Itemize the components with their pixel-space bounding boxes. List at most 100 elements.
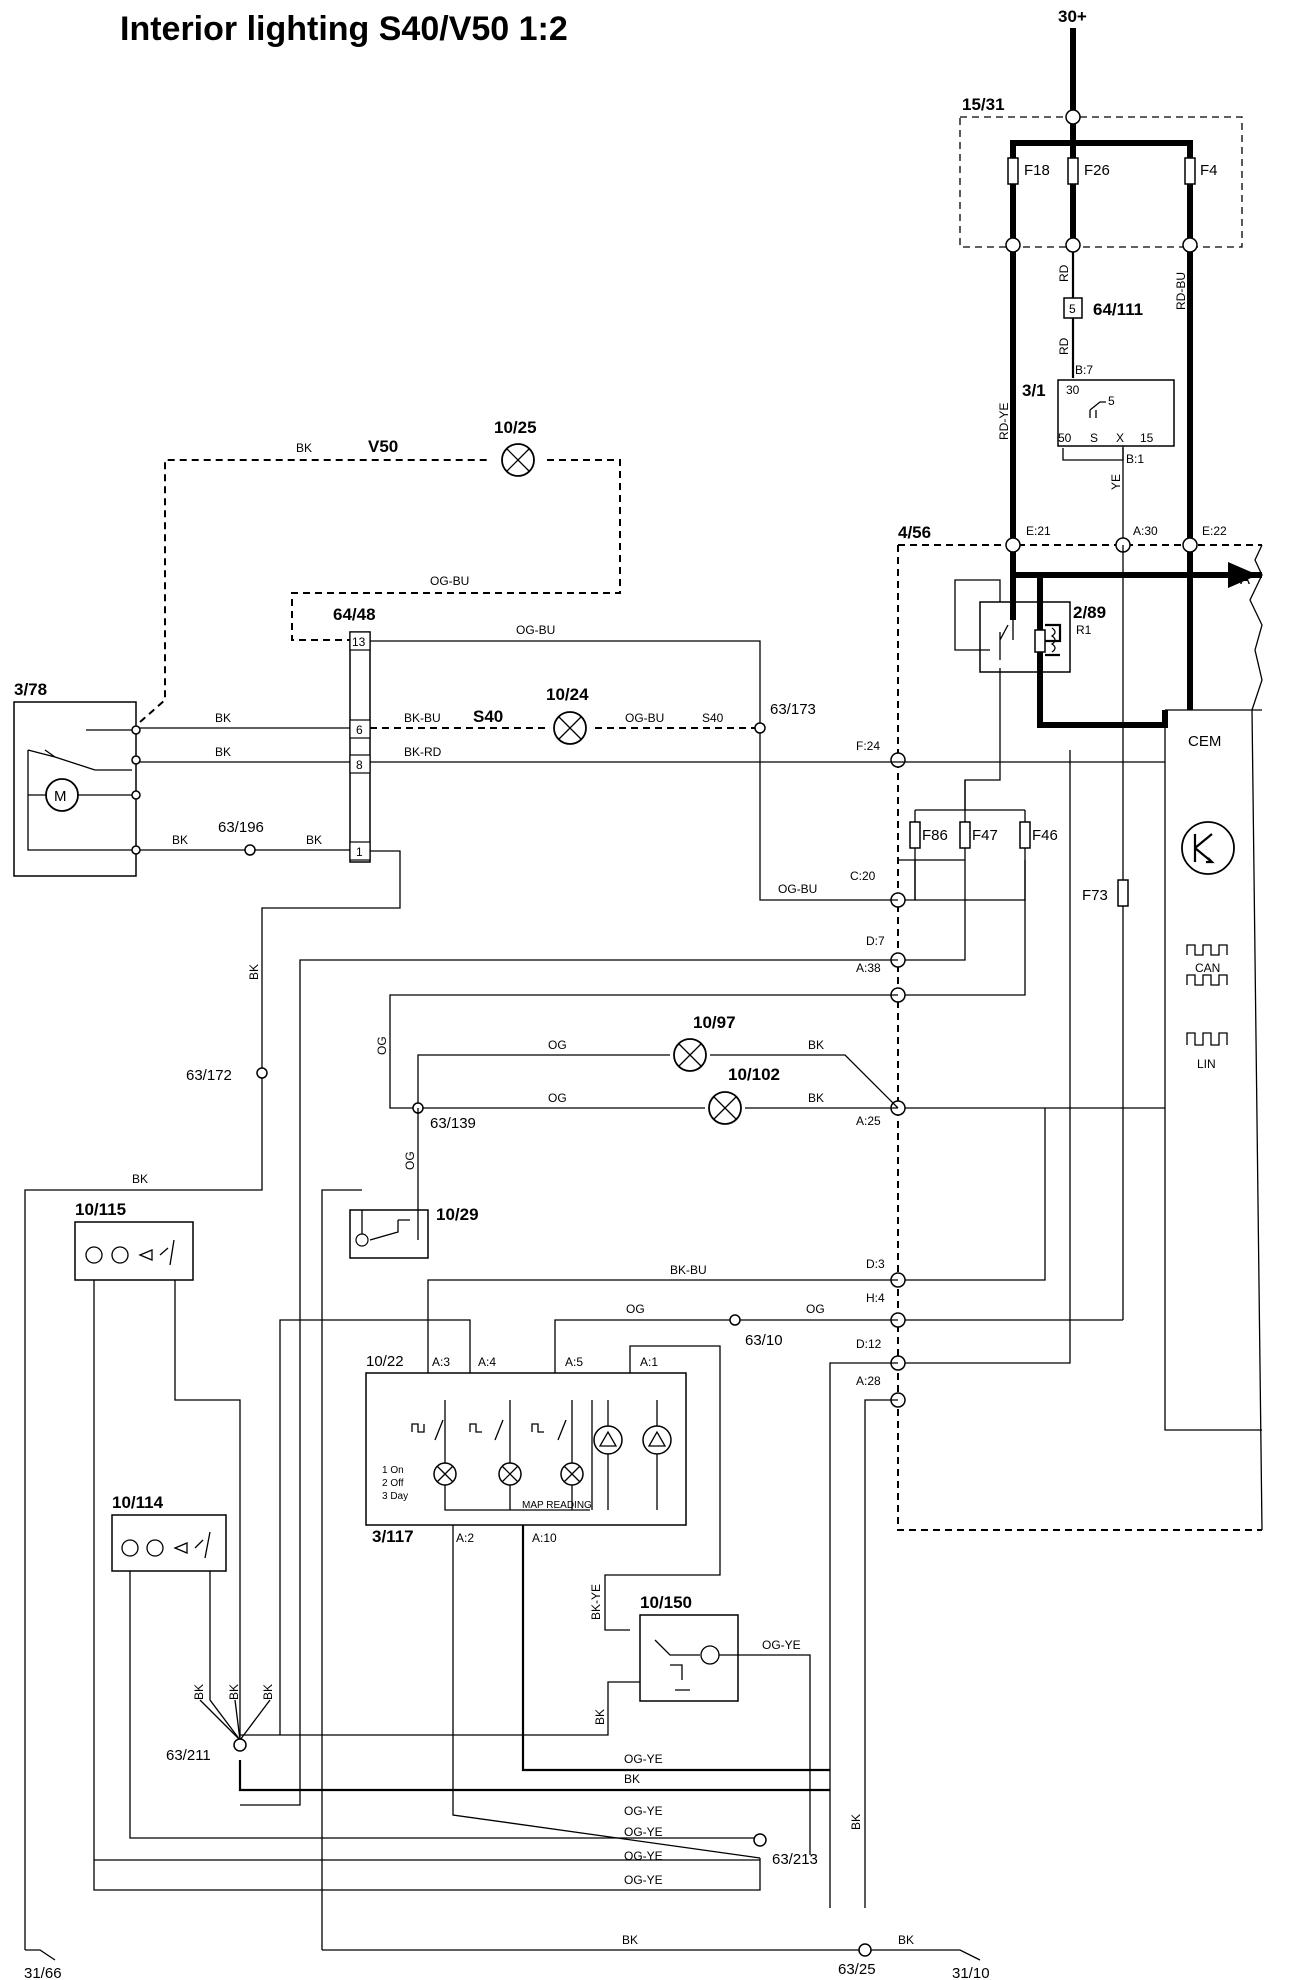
wire-og-label-f: OG — [806, 1302, 825, 1316]
ignition-label: 3/1 — [1022, 381, 1046, 400]
wire-a38 — [389, 994, 898, 1109]
lamp-10-150-bulb — [700, 1645, 720, 1665]
splice-63-139-label: 63/139 — [430, 1115, 476, 1132]
fuse-f73 — [1117, 879, 1129, 907]
motor-unit-label: 3/78 — [14, 680, 47, 699]
wire-og-ye-loop — [93, 1858, 761, 1891]
wire-bk-label-e: BK — [247, 964, 261, 980]
motor-unit-3-78 — [13, 701, 137, 877]
arrow-a-label: A — [1240, 571, 1250, 588]
lamp-10-114 — [111, 1514, 227, 1572]
pin-d7: D:7 — [866, 934, 885, 948]
lin-label: LIN — [1197, 1057, 1216, 1071]
cem-module-box — [1164, 709, 1262, 1431]
motor-wiring — [27, 729, 132, 851]
lamp-10-115 — [74, 1221, 194, 1281]
fuse-busbar — [1010, 140, 1193, 146]
switch-10-29-wiring — [321, 1189, 419, 1950]
ignition-pin-50: 50 — [1058, 431, 1072, 445]
wire-bk-label-m: BK — [227, 1684, 241, 1700]
relay-2-89 — [979, 601, 1071, 673]
pin-a38: A:38 — [856, 961, 881, 975]
switch-10-29-label: 10/29 — [436, 1205, 479, 1224]
lamp-10-150-label: 10/150 — [640, 1593, 692, 1612]
og-ye-label-f: OG-YE — [624, 1873, 663, 1887]
wire-d7-left — [240, 959, 898, 1806]
wire-bk-converge — [199, 1699, 271, 1741]
splice-63-172 — [256, 1067, 268, 1079]
lamp-10-115-label: 10/115 — [75, 1200, 126, 1219]
pin-3-78-4 — [131, 725, 141, 735]
ignition-pin-30: 30 — [1066, 383, 1080, 397]
pin-3-78-1 — [131, 790, 141, 800]
wire-d12-cem — [905, 750, 1071, 1364]
wire-og-label-e: OG — [626, 1302, 645, 1316]
node-f24 — [890, 752, 906, 768]
wire-10-97 — [417, 1054, 899, 1109]
ignition-pin-s: S — [1090, 431, 1098, 445]
ignition-contact — [1089, 401, 1106, 418]
wire-bk-label-h: BK — [808, 1091, 824, 1105]
splice-63-10 — [729, 1314, 741, 1326]
splice-63-213-label: 63/213 — [772, 1851, 818, 1868]
splice-63-173-label: 63/173 — [770, 701, 816, 718]
console-led-1 — [593, 1425, 623, 1455]
ground-31-66-label: 31/66 — [24, 1965, 62, 1980]
console-legend-2: 2 Off — [382, 1478, 404, 1489]
wire-d12 — [829, 1362, 898, 1908]
og-ye-label-a: OG-YE — [762, 1638, 801, 1652]
console-led-2 — [642, 1425, 672, 1455]
wire-a4 — [279, 1319, 471, 1735]
transistor-icon — [1181, 821, 1235, 875]
pin-e22: E:22 — [1202, 524, 1227, 538]
lamp-10-115-switch — [138, 1239, 175, 1266]
can-icon — [1186, 944, 1228, 986]
ignition-pin-x: X — [1116, 431, 1124, 445]
cem-label: CEM — [1188, 733, 1221, 750]
bk-ye-label: BK-YE — [589, 1584, 603, 1620]
wire-10-115 — [93, 1280, 760, 1861]
switch-10-29 — [349, 1209, 429, 1259]
wire-a28 — [864, 1399, 898, 1908]
console-pin-a3: A:3 — [432, 1355, 450, 1369]
lamp-10-102-label: 10/102 — [728, 1065, 780, 1084]
wire-a1-bk-ye — [604, 1345, 721, 1631]
bk-bu-label-2: BK-BU — [670, 1263, 707, 1277]
connector-64-48-label: 64/48 — [333, 605, 376, 624]
wire-rd-ye-label: RD-YE — [997, 403, 1011, 440]
transistor-symbol — [1193, 833, 1215, 864]
cem-outline — [897, 544, 1262, 1531]
console-10-22-label: 10/22 — [366, 1353, 404, 1370]
wire-bk-label-b: BK — [215, 745, 231, 759]
motor-label: M — [54, 788, 67, 805]
og-bu-label-4: OG-BU — [625, 711, 664, 725]
fuse-f4-out — [1182, 237, 1198, 253]
supply-node — [1065, 109, 1081, 125]
wire-og-label-a: OG — [375, 1036, 389, 1055]
fuse-f47-feed — [914, 810, 1026, 901]
relay-r-label: R1 — [1076, 623, 1092, 637]
fuse-f46-label: F46 — [1032, 827, 1058, 844]
wire-og-ye-a10 — [521, 1525, 830, 1772]
wire-bk-label-c: BK — [172, 833, 188, 847]
ignition-switch — [1057, 379, 1175, 447]
node-e22 — [1182, 537, 1198, 553]
s40-label-1: S40 — [473, 707, 503, 726]
pin-3-78-2 — [131, 845, 141, 855]
lamp-10-97-label: 10/97 — [693, 1013, 736, 1032]
wire-10-114 — [129, 1571, 760, 1839]
splice-63-25 — [858, 1943, 872, 1957]
connector-pin-8 — [349, 754, 371, 774]
diagram-title: Interior lighting S40/V50 1:2 — [120, 10, 568, 48]
wire-bk-label-d: BK — [306, 833, 322, 847]
console-pin-a4: A:4 — [478, 1355, 496, 1369]
fuse-f86-label: F86 — [922, 827, 948, 844]
splice-63-10-label: 63/10 — [745, 1332, 783, 1349]
lamp-10-115-bulb-a — [85, 1246, 103, 1264]
lamp-10-24-cross — [558, 716, 582, 740]
connector-pin-13-label: 13 — [352, 635, 366, 649]
og-ye-label-c: OG-YE — [624, 1804, 663, 1818]
wire-to-a — [1010, 552, 1262, 578]
v50-wire-bk: BK — [296, 441, 312, 455]
pin-a28: A:28 — [856, 1374, 881, 1388]
